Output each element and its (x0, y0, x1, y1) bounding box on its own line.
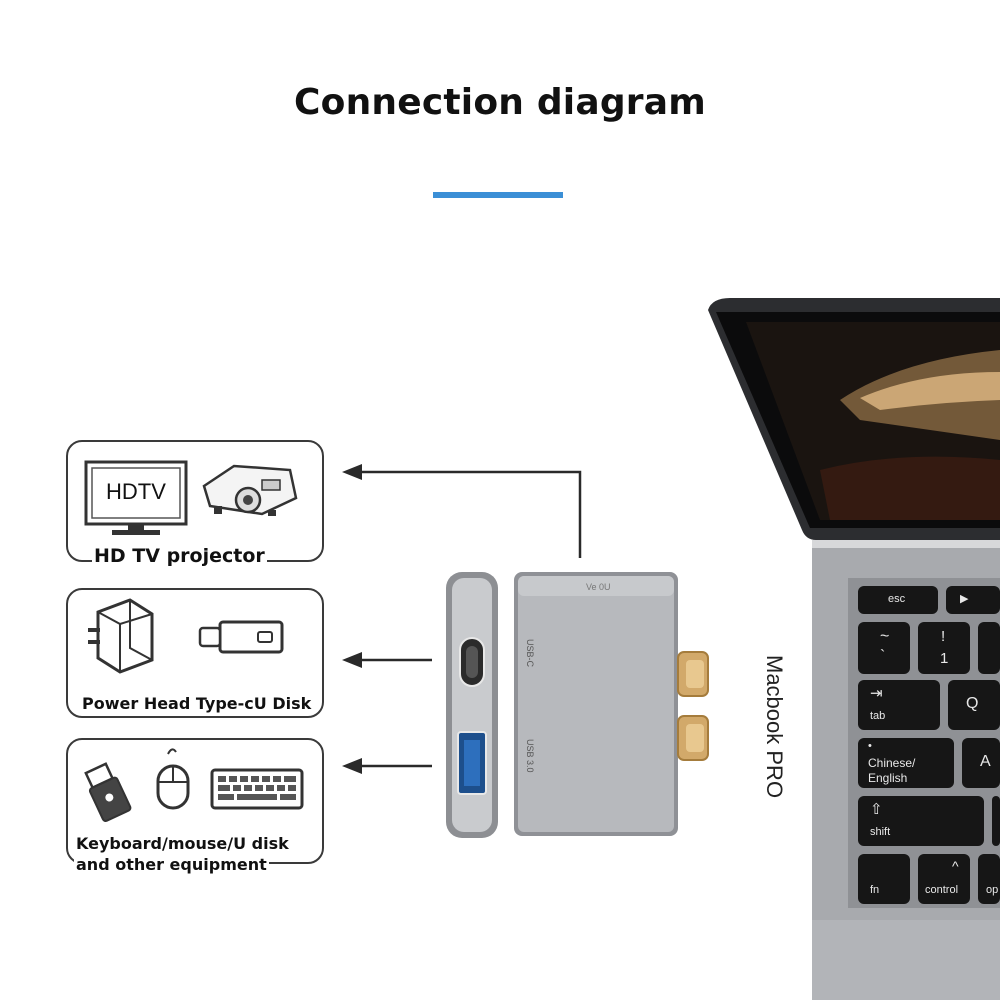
macbook-pro-label: Macbook PRO (762, 655, 787, 799)
key-control: ^ control (918, 854, 970, 904)
arrow-to-peripherals (342, 758, 432, 774)
key-shift-label: shift (870, 826, 891, 838)
adapter-top-label: Ve 0U (586, 582, 611, 592)
key-tab-label: tab (870, 710, 886, 722)
adapter-usb-3-label: USB 3.0 (525, 739, 535, 773)
key-caps-dot: • (868, 740, 872, 752)
adapter-side-view (446, 572, 498, 838)
key-a: A (962, 738, 1000, 788)
key-q-label: Q (966, 695, 979, 712)
key-caps-lock: • Chinese/ English (858, 738, 954, 788)
arrow-to-power (342, 652, 432, 668)
key-a-label: A (980, 753, 991, 770)
key-1: ! 1 (918, 622, 970, 674)
key-control-label: control (925, 884, 959, 896)
tv-icon (84, 460, 188, 535)
key-z-partial (992, 796, 1000, 846)
key-q: Q (948, 680, 1000, 730)
key-tilde: ~ ` (858, 622, 910, 674)
peripheral-devices-label-line1: Keyboard/mouse/U disk (74, 834, 291, 853)
key-tab: ⇥ tab (858, 680, 940, 730)
adapter-front-view (514, 572, 709, 836)
diagram-title: Connection diagram (294, 82, 706, 123)
key-esc-label: esc (888, 593, 906, 605)
peripheral-devices-label-line2: and other equipment (74, 855, 269, 874)
projector-icon (202, 464, 298, 516)
title-underline (433, 192, 563, 198)
usb-stick-icon (84, 762, 132, 822)
key-tilde-bottom: ` (880, 648, 886, 665)
adapter-usb-c-label: USB-C (525, 639, 535, 668)
key-shift: ⇧ shift (858, 796, 984, 846)
key-option-label: op (986, 884, 999, 896)
key-fn: fn (858, 854, 910, 904)
key-1-bottom: 1 (940, 650, 949, 667)
key-play-label: ▶ (960, 593, 969, 605)
key-tilde-top: ~ (880, 628, 890, 645)
key-shift-arrow: ⇧ (870, 801, 883, 818)
key-option-partial: op (978, 854, 1000, 904)
key-1-top: ! (941, 628, 946, 645)
power-devices-label: Power Head Type-cU Disk (80, 694, 314, 713)
key-2-partial (978, 622, 1000, 674)
key-esc: esc (858, 586, 938, 614)
key-tab-arrow: ⇥ (870, 685, 883, 702)
power-adapter-icon (88, 598, 154, 674)
display-devices-label: HD TV projector (92, 545, 267, 567)
tv-icon-text: HDTV (106, 479, 166, 504)
key-fn-label: fn (870, 884, 880, 896)
key-caps-chinese: Chinese/ (868, 756, 916, 770)
key-caps-english: English (868, 771, 908, 785)
usb-c-drive-icon (198, 620, 284, 654)
mouse-icon (156, 748, 190, 810)
key-control-arrow: ^ (952, 858, 959, 874)
arrow-to-display (342, 464, 582, 558)
keyboard-icon (210, 768, 304, 810)
key-play: ▶ (946, 586, 1000, 614)
